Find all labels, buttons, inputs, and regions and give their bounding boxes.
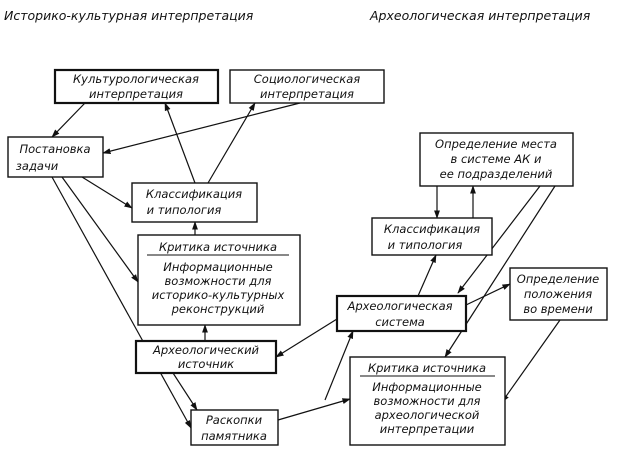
node-text: Определение: [517, 272, 599, 286]
node-text: во времени: [523, 302, 593, 316]
node-task-setting: Постановка задачи: [7, 136, 104, 178]
node-text: Критика источника: [159, 240, 277, 254]
node-text: источник: [178, 357, 234, 371]
diagram-edges: [51, 102, 561, 429]
edge-task-to-critic: [61, 176, 139, 283]
edge-source-to-excav: [172, 372, 198, 411]
node-text: Археологический: [152, 343, 260, 357]
node-place-definition: Определение места в системе АК и ее подр…: [419, 132, 574, 187]
node-text: возможности для: [374, 394, 481, 408]
node-archaeological-source: Археологический источник: [134, 339, 278, 375]
node-text: Раскопки: [206, 413, 263, 427]
node-text: Информационные: [372, 380, 482, 394]
node-social-interpretation: Социологическая интерпретация: [229, 69, 385, 104]
node-classification-left: Классификация и типология: [131, 182, 258, 223]
edge-system-to-time: [465, 283, 511, 306]
node-archaeological-system: Археологическая система: [335, 294, 468, 333]
edge-task-to-class: [81, 176, 133, 209]
node-text: интерпретации: [380, 422, 475, 436]
node-text: возможности для: [165, 274, 272, 288]
node-text: археологической: [375, 408, 480, 422]
node-text: Критика источника: [368, 361, 486, 375]
node-cultural-interpretation: Культурологическая интерпретация: [53, 68, 220, 105]
node-text: реконструкций: [171, 302, 265, 316]
edge-critic-right-to-system: [324, 330, 354, 401]
node-excavation: Раскопки памятника: [190, 409, 279, 446]
edge-class-to-cult: [164, 102, 196, 184]
node-text: ее подразделений: [440, 167, 553, 181]
node-text: интерпретация: [89, 87, 183, 101]
node-source-critique-left: Критика источника Информационные возможн…: [137, 234, 301, 326]
node-text: историко-культурных: [152, 288, 285, 302]
edge-excav-to-critic-right: [277, 398, 351, 421]
edge-time-to-critic-right: [501, 319, 561, 403]
edge-place-to-system: [457, 185, 541, 294]
node-text: Информационные: [163, 260, 273, 274]
edge-system-to-class-right: [417, 254, 437, 297]
node-text: Определение места: [435, 137, 557, 151]
edge-system-to-source: [275, 318, 338, 358]
node-text: Культурологическая: [73, 72, 199, 86]
node-classification-right: Классификация и типология: [371, 217, 493, 256]
node-text: в системе АК и: [451, 152, 542, 166]
node-source-critique-right: Критика источника Информационные возможн…: [349, 356, 506, 446]
node-text: Классификация: [384, 222, 480, 236]
node-text: система: [375, 315, 425, 329]
heading-archaeological: Археологическая интерпретация: [369, 8, 591, 23]
node-text: Социологическая: [254, 72, 360, 86]
node-text: Постановка: [19, 142, 90, 156]
edge-task-to-excav: [51, 176, 192, 429]
edge-cult-to-task: [51, 102, 86, 138]
node-text: и типология: [147, 203, 222, 217]
node-text: задачи: [16, 159, 59, 173]
node-text: памятника: [201, 429, 267, 443]
node-text: и типология: [388, 238, 463, 252]
node-text: Классификация: [146, 187, 242, 201]
node-text: положения: [524, 287, 592, 301]
node-text: интерпретация: [260, 87, 354, 101]
heading-historical-cultural: Историко-культурная интерпретация: [4, 8, 254, 23]
node-text: Археологическая: [346, 299, 452, 313]
edge-class-to-socio: [207, 102, 256, 184]
node-time-position: Определение положения во времени: [509, 267, 608, 321]
edge-socio-to-task: [102, 102, 301, 154]
